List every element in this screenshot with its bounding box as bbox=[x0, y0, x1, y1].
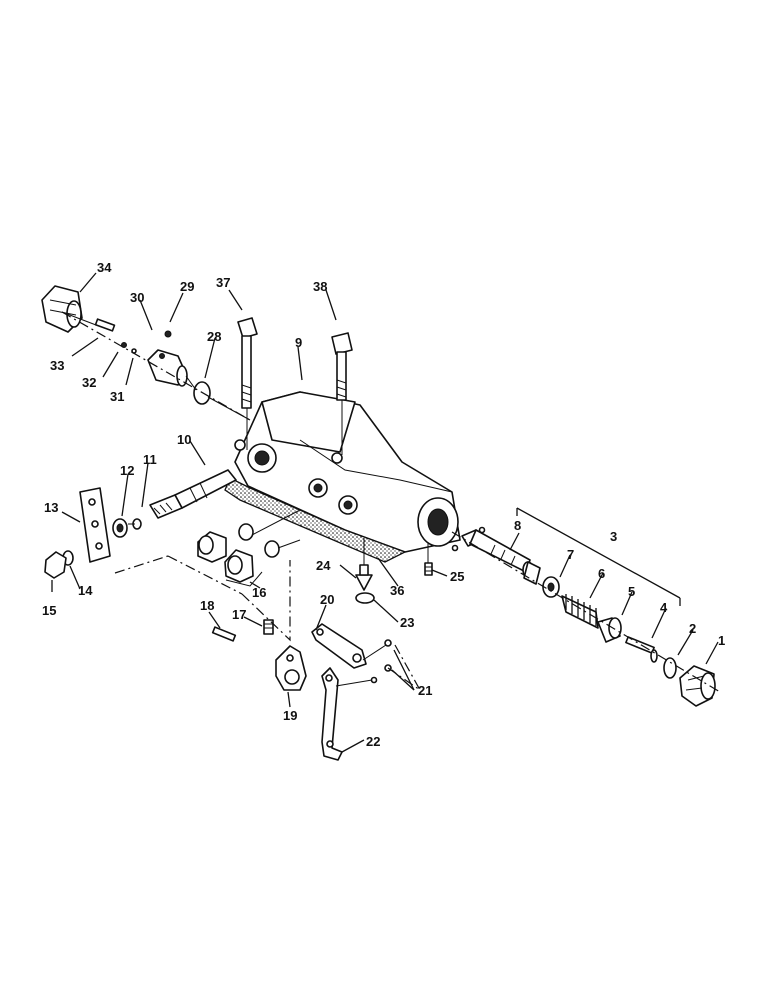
label-31: 31 bbox=[110, 389, 124, 404]
label-28: 28 bbox=[207, 329, 221, 344]
nut-15 bbox=[44, 551, 67, 579]
check-valve-24 bbox=[355, 564, 373, 591]
link-plate-13 bbox=[79, 487, 111, 563]
label-2: 2 bbox=[689, 621, 696, 636]
label-30: 30 bbox=[130, 290, 144, 305]
label-25: 25 bbox=[450, 569, 464, 584]
label-38: 38 bbox=[313, 279, 327, 294]
label-16: 16 bbox=[252, 585, 266, 600]
label-14: 14 bbox=[78, 583, 93, 598]
label-36: 36 bbox=[390, 583, 404, 598]
centerline-lower-right bbox=[387, 644, 421, 691]
label-1: 1 bbox=[718, 633, 725, 648]
cap-1 bbox=[679, 665, 716, 707]
valve-body-30 bbox=[147, 349, 188, 387]
plug-25 bbox=[424, 562, 433, 576]
callout-labels: 34 30 29 37 38 28 9 33 32 31 10 11 12 13… bbox=[42, 260, 725, 749]
label-6: 6 bbox=[598, 566, 605, 581]
clip-21-a bbox=[384, 639, 392, 647]
label-19: 19 bbox=[283, 708, 297, 723]
pin-18 bbox=[211, 626, 237, 642]
label-3: 3 bbox=[610, 529, 617, 544]
label-8: 8 bbox=[514, 518, 521, 533]
centerline-upper-left bbox=[61, 311, 251, 421]
label-17: 17 bbox=[232, 607, 246, 622]
valve-assembly-34 bbox=[41, 285, 83, 333]
lever-22 bbox=[321, 667, 343, 761]
label-13: 13 bbox=[44, 500, 58, 515]
label-10: 10 bbox=[177, 432, 191, 447]
label-34: 34 bbox=[97, 260, 112, 275]
label-21: 21 bbox=[418, 683, 432, 698]
label-9: 9 bbox=[295, 335, 302, 350]
label-18: 18 bbox=[200, 598, 214, 613]
o-ring-2 bbox=[663, 657, 677, 679]
centerline-lower-left bbox=[114, 555, 291, 642]
label-33: 33 bbox=[50, 358, 64, 373]
label-32: 32 bbox=[82, 375, 96, 390]
label-29: 29 bbox=[180, 279, 194, 294]
shaft-10 bbox=[149, 469, 237, 519]
lever-19 bbox=[275, 645, 307, 691]
bolt-37 bbox=[237, 317, 258, 409]
label-15: 15 bbox=[42, 603, 56, 618]
cap-5 bbox=[597, 617, 622, 643]
leader-lines bbox=[51, 272, 719, 753]
gasket bbox=[224, 477, 407, 563]
spool-8 bbox=[461, 529, 541, 585]
o-ring-23 bbox=[355, 592, 375, 604]
centerline-right bbox=[451, 531, 721, 693]
spring-6 bbox=[561, 594, 599, 629]
label-20: 20 bbox=[320, 592, 334, 607]
pin-4 bbox=[625, 636, 658, 663]
plug-16-b bbox=[224, 549, 254, 583]
label-37: 37 bbox=[216, 275, 230, 290]
label-5: 5 bbox=[628, 584, 635, 599]
label-11: 11 bbox=[143, 452, 157, 467]
label-12: 12 bbox=[120, 463, 134, 478]
plug-16-a bbox=[197, 531, 227, 563]
plug-29 bbox=[164, 330, 172, 338]
bolt-38 bbox=[331, 332, 353, 401]
label-23: 23 bbox=[400, 615, 414, 630]
link-20 bbox=[311, 623, 367, 669]
pin-33 bbox=[94, 318, 116, 332]
set-screw-17 bbox=[263, 619, 274, 635]
valve-housing bbox=[234, 391, 461, 553]
label-4: 4 bbox=[660, 600, 668, 615]
label-24: 24 bbox=[316, 558, 331, 573]
label-7: 7 bbox=[567, 547, 574, 562]
label-22: 22 bbox=[366, 734, 380, 749]
